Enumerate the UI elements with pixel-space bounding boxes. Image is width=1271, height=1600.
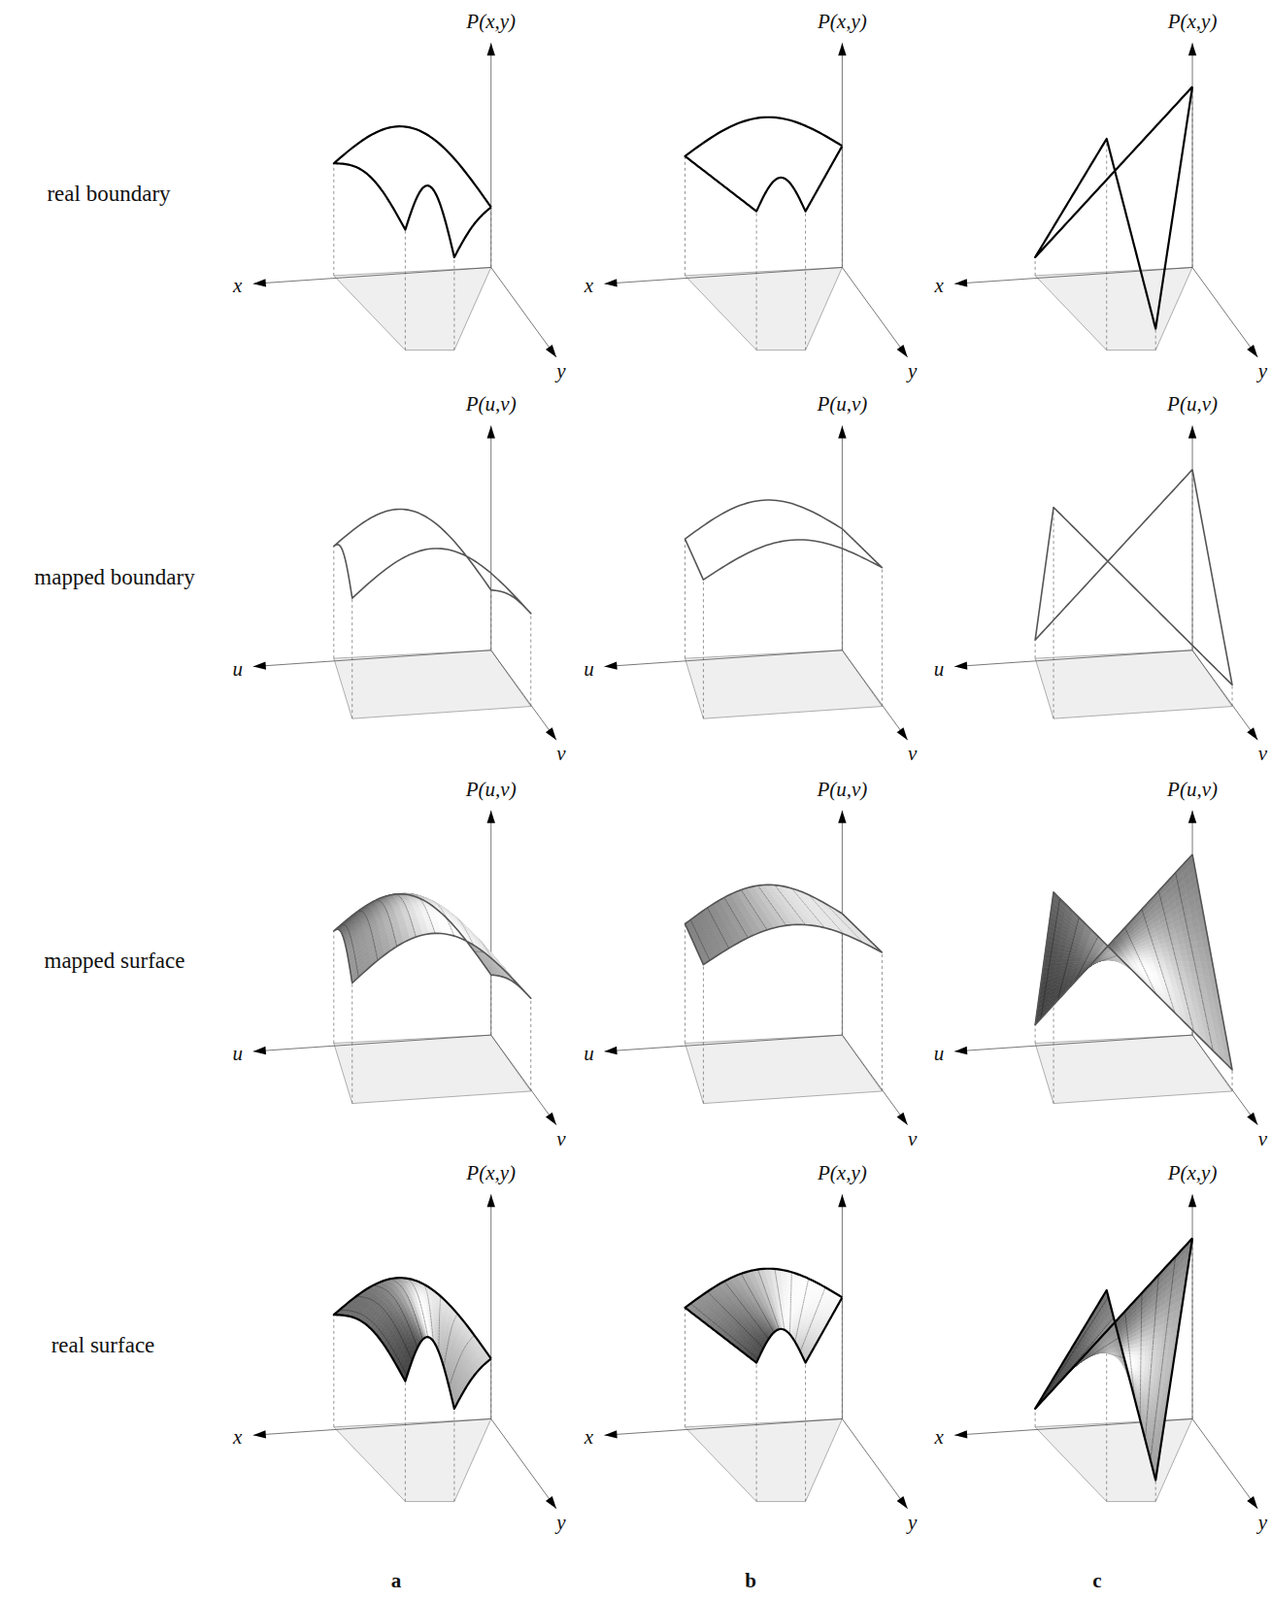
axis-line <box>1192 267 1258 358</box>
axis-arrowhead <box>954 278 968 287</box>
domain-region <box>334 267 492 350</box>
boundary-curve <box>1035 469 1233 686</box>
axis-arrowhead <box>253 1046 267 1055</box>
domain-region <box>334 650 532 719</box>
axis-arrowhead <box>603 661 617 669</box>
axis-arrowhead <box>1188 42 1197 56</box>
axis-arrowhead <box>545 344 557 358</box>
axis-arrowhead <box>253 661 267 669</box>
plot-panel <box>954 425 1258 740</box>
axis-arrowhead <box>897 344 908 358</box>
plot-panel <box>253 425 557 740</box>
plot-panel <box>603 42 907 358</box>
boundary-curve <box>334 508 532 613</box>
plot-panel <box>253 42 557 358</box>
axis-arrowhead <box>1246 727 1258 740</box>
plot-panel <box>603 810 907 1126</box>
boundary-curve <box>684 117 842 212</box>
axis-arrowhead <box>837 810 846 824</box>
axis-line <box>841 267 907 358</box>
axis-arrowhead <box>545 727 557 740</box>
domain-region <box>1035 650 1233 719</box>
domain-region <box>1035 267 1193 350</box>
axis-arrowhead <box>253 278 267 287</box>
axis-arrowhead <box>1246 344 1258 358</box>
domain-region <box>684 267 842 350</box>
axis-arrowhead <box>954 661 968 669</box>
axis-arrowhead <box>603 1046 617 1055</box>
axis-arrowhead <box>1188 425 1197 438</box>
plot-panel <box>603 425 907 740</box>
axis-arrowhead <box>837 42 846 56</box>
axis-arrowhead <box>545 1112 557 1126</box>
axis-arrowhead <box>897 1112 908 1126</box>
axis-arrowhead <box>897 727 908 740</box>
axis-arrowhead <box>603 278 617 287</box>
domain-region <box>334 1035 532 1104</box>
plot-panel <box>253 810 557 1126</box>
boundary-curve <box>684 500 882 580</box>
plot-panel <box>954 42 1258 358</box>
axis-arrowhead <box>487 42 496 56</box>
domain-region <box>684 1035 882 1104</box>
domain-region <box>684 650 882 719</box>
axis-line <box>491 267 557 358</box>
axis-arrowhead <box>487 810 496 824</box>
axis-arrowhead <box>487 425 496 438</box>
axis-arrowhead <box>837 425 846 438</box>
boundary-curve <box>334 126 492 258</box>
